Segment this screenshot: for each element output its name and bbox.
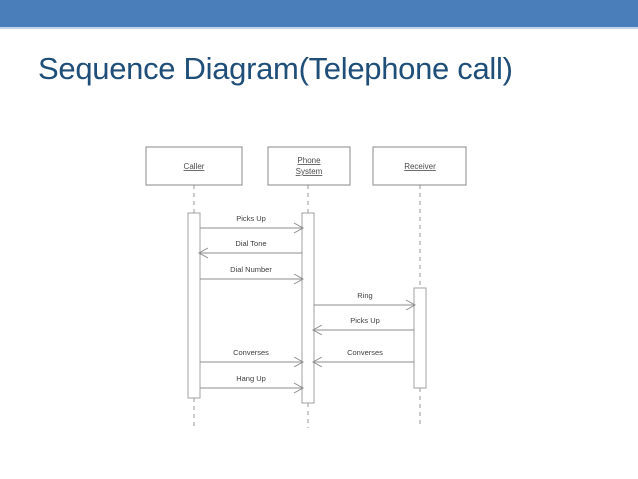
message-label-8: Hang Up xyxy=(236,374,266,383)
message-arrowhead-1 xyxy=(293,222,305,234)
message-label-5: Picks Up xyxy=(350,316,380,325)
message-arrowhead-3 xyxy=(293,273,305,285)
message-label-7: Converses xyxy=(347,348,383,357)
participant-box-caller[interactable] xyxy=(145,146,243,186)
participant-label-phone-system-line1: Phone xyxy=(297,156,321,165)
participant-label-receiver: Receiver xyxy=(404,162,436,171)
page-title: Sequence Diagram(Telephone call) xyxy=(38,51,513,86)
slide-top-band-shadow xyxy=(0,27,638,29)
message-arrowhead-5 xyxy=(311,324,323,336)
activation-bar-receiver xyxy=(413,287,427,389)
message-label-2: Dial Tone xyxy=(235,239,266,248)
message-arrowhead-7 xyxy=(311,356,323,368)
slide-top-band xyxy=(0,0,638,27)
message-arrowhead-8 xyxy=(293,382,305,394)
message-arrowhead-4 xyxy=(405,299,417,311)
message-label-4: Ring xyxy=(357,291,372,300)
message-arrowhead-2 xyxy=(197,247,209,259)
message-label-3: Dial Number xyxy=(230,265,272,274)
participant-box-receiver[interactable] xyxy=(372,146,467,186)
activation-bar-caller xyxy=(187,212,201,399)
message-arrowhead-6 xyxy=(293,356,305,368)
message-label-6: Converses xyxy=(233,348,269,357)
participant-label-phone-system-line2: System xyxy=(296,167,323,176)
message-label-1: Picks Up xyxy=(236,214,266,223)
activation-bar-phone-system xyxy=(301,212,315,404)
participant-label-caller: Caller xyxy=(184,162,205,171)
participant-box-phone-system[interactable] xyxy=(267,146,351,186)
